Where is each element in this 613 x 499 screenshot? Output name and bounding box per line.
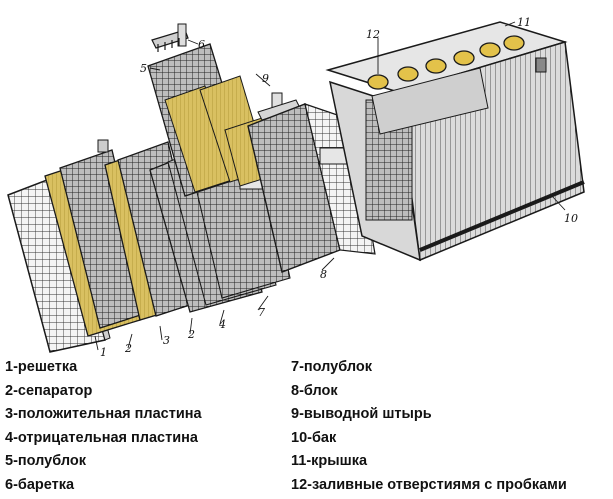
connector-strap [151, 23, 189, 52]
legend-item: 11-крышка [291, 453, 368, 469]
callout-12: 12 [366, 28, 380, 41]
callout-1: 1 [100, 346, 107, 359]
callout-5: 5 [140, 62, 147, 75]
callout-2b: 2 [187, 328, 195, 341]
callout-3: 3 [163, 334, 170, 347]
filler-caps [367, 35, 525, 90]
legend-item: 12-заливные отверстиямя с пробками [291, 476, 567, 493]
legend-item: 4-отрицательная пластина [5, 429, 198, 446]
leader-lines [94, 21, 566, 351]
legend-item: 7-полублок [291, 359, 372, 375]
legend-item: 3-положительная пластина [5, 406, 202, 422]
legend-item: 8-блок [291, 382, 338, 399]
battery-exploded-diagram: 1 2 3 2 4 7 8 9 5 6 11 12 10 [7, 16, 585, 359]
callout-8: 8 [320, 268, 327, 281]
callout-9: 9 [262, 72, 269, 85]
legend-item: 6-баретка [5, 476, 75, 493]
callout-10: 10 [564, 212, 578, 225]
callout-11: 11 [517, 16, 531, 29]
legend-left-column: 1-решетка 2-сепаратор 3-положительная пл… [5, 356, 202, 497]
legend-right-column: 7-полублок 8-блок 9-выводной штырь 10-ба… [291, 356, 567, 497]
legend-item: 1-решетка [5, 359, 78, 375]
callout-6: 6 [198, 38, 205, 51]
callout-4: 4 [218, 318, 226, 331]
legend-item: 9-выводной штырь [291, 406, 432, 422]
legend-item: 5-полублок [5, 453, 86, 469]
legend-item: 2-сепаратор [5, 382, 93, 399]
callout-7: 7 [258, 306, 265, 319]
legend-item: 10-бак [291, 429, 337, 446]
callout-2: 2 [124, 342, 132, 355]
